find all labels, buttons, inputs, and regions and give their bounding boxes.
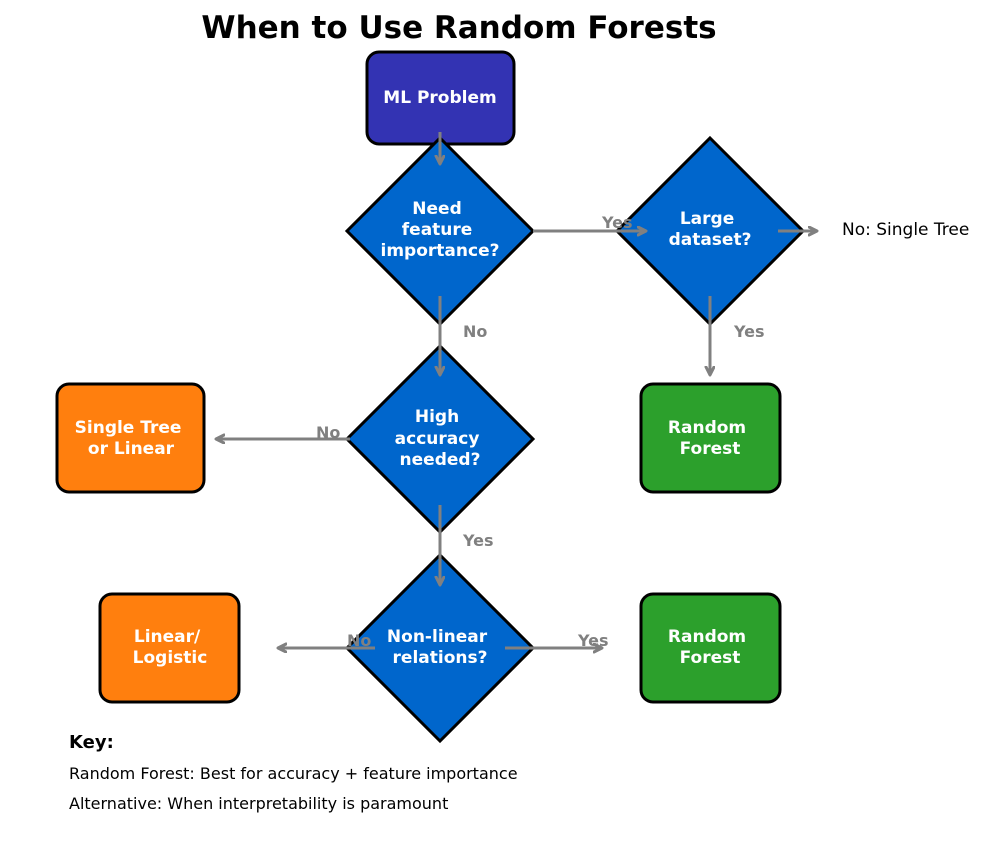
start-node-line: ML Problem xyxy=(383,88,496,108)
single-tree-line-1: Single Tree xyxy=(75,418,182,438)
high-accuracy-line-2: accuracy xyxy=(395,429,480,449)
key-line-alternative: Alternative: When interpretability is pa… xyxy=(69,794,448,813)
edge-label-large-yes: Yes xyxy=(733,322,765,341)
edge-label-nonlinear-no: No xyxy=(347,631,371,650)
start-node-label: ML Problem xyxy=(383,88,496,108)
key-line-random-forest: Random Forest: Best for accuracy + featu… xyxy=(69,764,518,783)
random-forest-box-top xyxy=(639,382,782,494)
edge-label-accuracy-no: No xyxy=(316,423,340,442)
high-accuracy-line-3: needed? xyxy=(400,450,481,470)
feature-importance-label: Need feature importance? xyxy=(381,199,500,261)
linear-logistic-line-2: Logistic xyxy=(133,648,208,668)
random-forest-bottom-line-2: Forest xyxy=(680,648,741,668)
linear-logistic-line-1: Linear/ xyxy=(134,627,201,647)
single-tree-or-linear-box xyxy=(55,382,206,494)
feature-importance-line-1: Need xyxy=(412,199,461,219)
random-forest-top-label: Random Forest xyxy=(668,418,752,459)
large-dataset-line-2: dataset? xyxy=(669,230,752,250)
edge-label-accuracy-yes: Yes xyxy=(462,531,494,550)
linear-logistic-label: Linear/ Logistic xyxy=(133,627,208,668)
random-forest-bottom-label: Random Forest xyxy=(668,627,752,668)
random-forest-top-line-2: Forest xyxy=(680,439,741,459)
single-tree-label: Single Tree or Linear xyxy=(75,418,188,459)
linear-logistic-box xyxy=(98,592,241,704)
key-title: Key: xyxy=(69,732,114,753)
edge-label-nonlinear-yes: Yes xyxy=(577,631,609,650)
non-linear-line-1: Non-linear xyxy=(387,627,488,647)
random-forest-bottom-line-1: Random xyxy=(668,627,746,647)
non-linear-label: Non-linear relations? xyxy=(387,627,493,668)
high-accuracy-label: High accuracy needed? xyxy=(395,407,486,470)
decision-non-linear xyxy=(344,552,536,744)
feature-importance-line-3: importance? xyxy=(381,241,500,261)
large-dataset-line-1: Large xyxy=(680,209,734,229)
single-tree-line-2: or Linear xyxy=(88,439,175,459)
high-accuracy-line-1: High xyxy=(415,407,459,427)
random-forest-box-bottom xyxy=(639,592,782,704)
large-dataset-label: Large dataset? xyxy=(669,209,752,250)
random-forest-top-line-1: Random xyxy=(668,418,746,438)
edge-label-feature-no: No xyxy=(463,322,487,341)
edge-label-feature-yes: Yes xyxy=(601,213,633,232)
side-note-single-tree: No: Single Tree xyxy=(842,220,969,240)
feature-importance-line-2: feature xyxy=(402,220,473,240)
non-linear-line-2: relations? xyxy=(393,648,488,668)
diagram-title: When to Use Random Forests xyxy=(201,10,716,46)
